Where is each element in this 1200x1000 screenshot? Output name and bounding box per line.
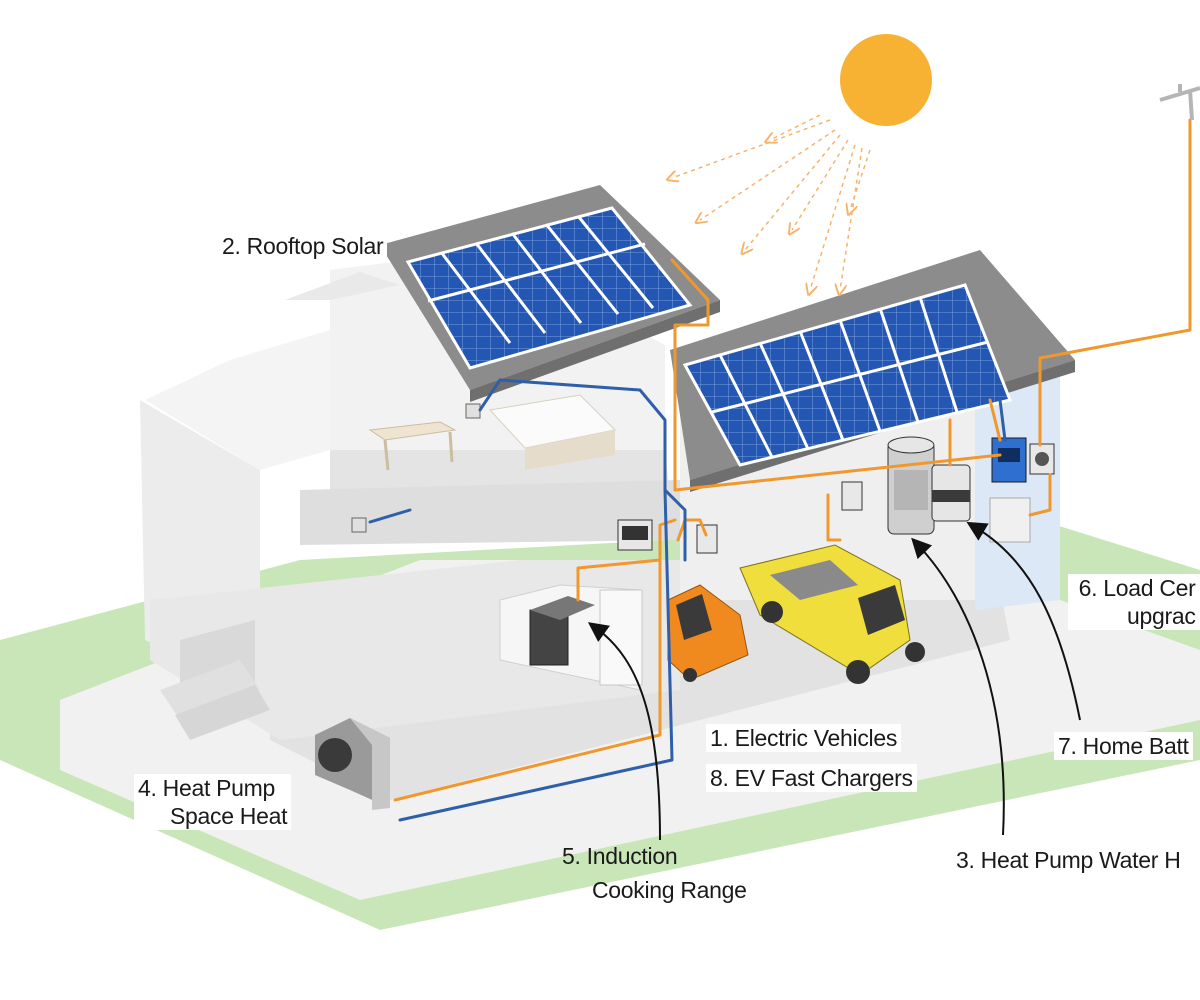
label-induction-line2: Cooking Range <box>592 877 747 903</box>
label-load-center-line1: 6. Load Cer <box>1078 575 1196 601</box>
label-rooftop-solar: 2. Rooftop Solar <box>218 232 388 260</box>
label-heat-pump-space-heat: 4. Heat Pump Space Heat <box>134 774 292 830</box>
label-heat-pump-line1: 4. Heat Pump <box>138 775 276 801</box>
label-ev-fast-chargers: 8. EV Fast Chargers <box>706 764 917 792</box>
label-electric-vehicles: 1. Electric Vehicles <box>706 724 902 752</box>
sun-rays <box>672 114 871 290</box>
sun <box>840 34 932 126</box>
rooftop-solar-array-right <box>682 283 1013 467</box>
left-roof <box>380 185 720 402</box>
power-wiring <box>393 118 1192 802</box>
label-water-heater: 3. Heat Pump Water H <box>956 847 1181 873</box>
orange-car <box>667 584 749 682</box>
callout-arrows <box>587 521 1081 841</box>
label-load-center: 6. Load Cer upgrac <box>1068 574 1200 630</box>
label-induction-range: 5. Induction Cooking Range <box>562 842 747 904</box>
ev-charger-1 <box>841 481 863 511</box>
yellow-truck <box>739 544 925 684</box>
home-battery <box>931 464 971 522</box>
heat-pump-water-heater <box>887 436 935 535</box>
data-wiring <box>368 378 1007 822</box>
label-home-battery: 7. Home Batt <box>1054 732 1193 760</box>
garage <box>670 250 1075 610</box>
heat-pump-outdoor-unit <box>315 718 390 810</box>
label-heat-pump-line2: Space Heat <box>170 803 288 829</box>
label-load-center-line2: upgrac <box>1127 603 1196 629</box>
ev-charger-2 <box>696 524 718 554</box>
label-induction-line1: 5. Induction <box>562 843 678 869</box>
load-center <box>989 437 1055 543</box>
utility-pole <box>1159 84 1200 121</box>
